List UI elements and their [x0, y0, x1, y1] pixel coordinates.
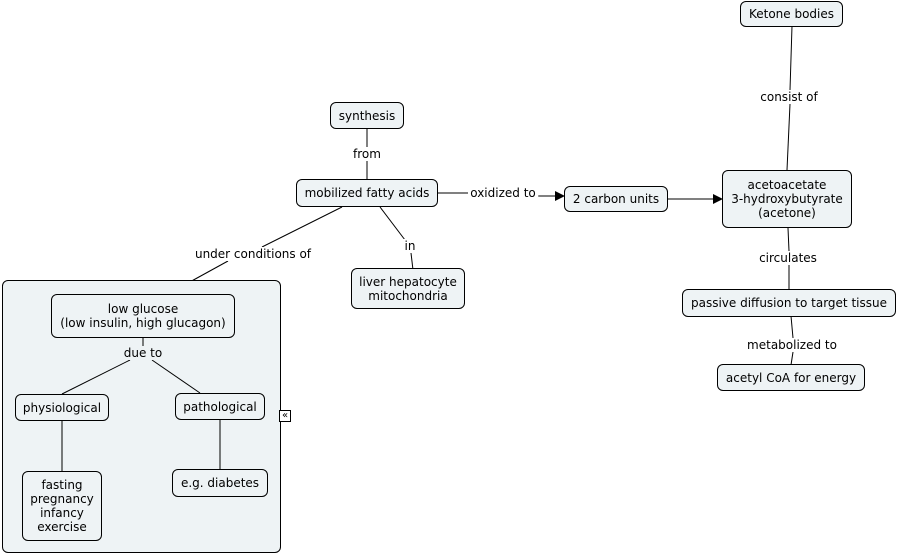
link-metabolized-to-acetyl: [790, 351, 794, 366]
node-acetoacetate[interactable]: acetoacetate 3-hydroxybutyrate (acetone): [722, 170, 852, 228]
node-fasting-list[interactable]: fasting pregnancy infancy exercise: [22, 471, 102, 541]
collapse-group-icon[interactable]: «: [279, 410, 291, 422]
link-dueto-to-physiological: [61, 359, 131, 395]
link-consist-to-acetoacetate: [786, 103, 791, 171]
link-label-oxidized-to: oxidized to: [468, 186, 538, 200]
node-synthesis[interactable]: synthesis: [330, 102, 404, 129]
node-two-carbon-units[interactable]: 2 carbon units: [564, 186, 668, 212]
node-ketone-bodies[interactable]: Ketone bodies: [740, 1, 843, 27]
node-liver-mitochondria[interactable]: liver hepatocyte mitochondria: [351, 268, 465, 309]
link-label-due-to: due to: [121, 346, 165, 360]
link-ketone-to-consist: [789, 25, 793, 91]
node-acetyl-coa[interactable]: acetyl CoA for energy: [717, 364, 865, 391]
link-mobilized-to-conditions: [261, 206, 343, 248]
link-in-to-liver: [410, 252, 414, 271]
link-label-in: in: [402, 239, 418, 253]
node-pathological[interactable]: pathological: [175, 393, 265, 420]
link-label-from: from: [351, 147, 383, 161]
node-mobilized-fatty-acids[interactable]: mobilized fatty acids: [296, 179, 438, 207]
link-mobilized-to-in: [379, 206, 406, 241]
link-acetoacetate-to-circulates: [787, 227, 790, 252]
link-label-consist-of: consist of: [758, 90, 820, 104]
link-passive-to-metabolized: [790, 315, 794, 339]
node-passive-diffusion[interactable]: passive diffusion to target tissue: [682, 289, 896, 317]
link-label-metabolized-to: metabolized to: [745, 338, 839, 352]
link-label-circulates: circulates: [757, 251, 819, 265]
link-label-under-conditions-of: under conditions of: [192, 247, 314, 261]
node-diabetes[interactable]: e.g. diabetes: [172, 469, 268, 497]
node-low-glucose[interactable]: low glucose (low insulin, high glucagon): [51, 294, 235, 338]
node-physiological[interactable]: physiological: [15, 394, 109, 421]
link-dueto-to-pathological: [151, 359, 201, 394]
